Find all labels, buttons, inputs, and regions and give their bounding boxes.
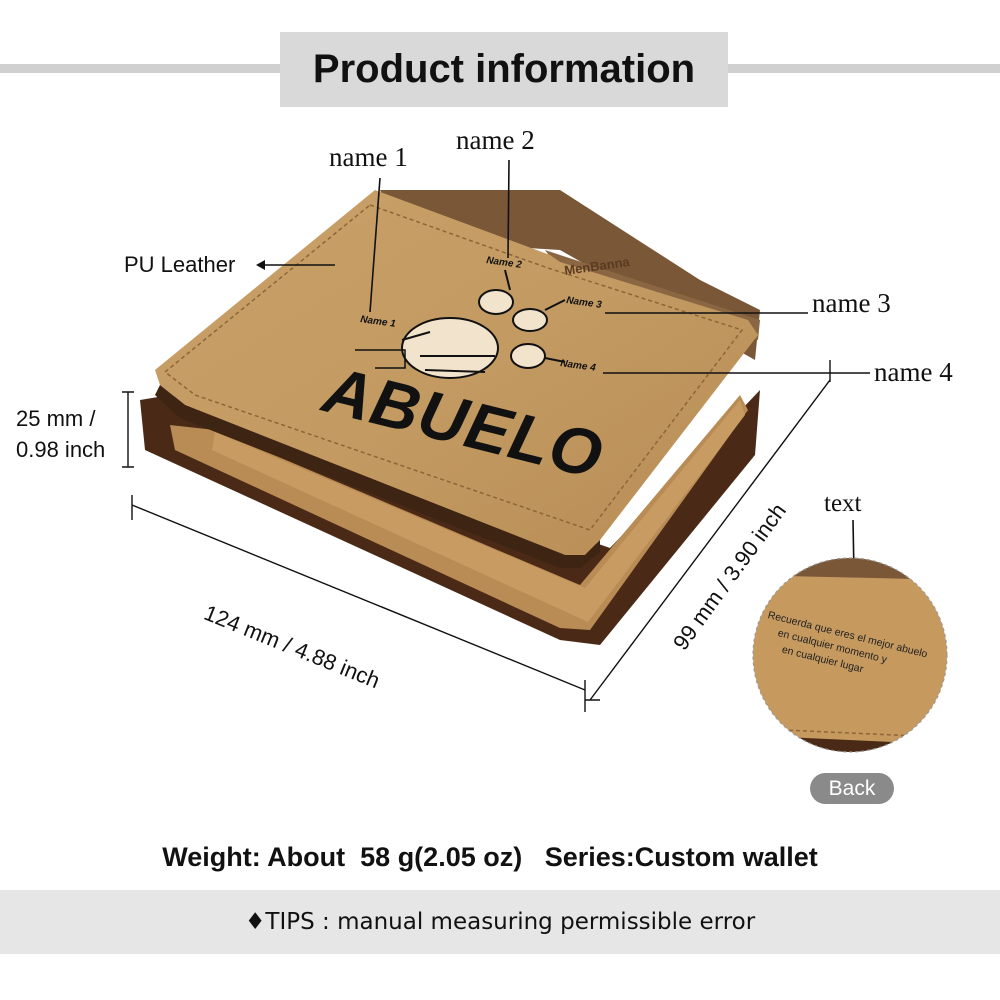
tips-text: ♦TIPS : manual measuring permissible err… [244,909,756,935]
callout-name-3: name 3 [812,288,891,318]
fist-small-4 [510,343,566,369]
header-rule-right [726,64,1000,73]
fist-small-3 [512,299,566,332]
callout-name-2: name 2 [456,125,535,155]
callout-line-name1 [369,177,381,313]
length-line [131,504,586,691]
header-title-box: Product information [280,32,728,107]
back-button[interactable]: Back [810,773,894,804]
width-line [589,379,831,701]
fist-label-3: Name 3 [566,295,603,311]
fist-big [355,317,499,379]
fist-label-1: Name 1 [360,314,397,330]
thickness-in: 0.98 inch [16,437,106,462]
callout-lines [262,159,870,631]
arrowhead-icon [256,260,265,270]
detail-magnifier [752,557,948,753]
dimension-lines [122,360,831,712]
fist-label-2: Name 2 [486,255,523,271]
callout-text: text [824,490,862,517]
tips-bar: ♦TIPS : manual measuring permissible err… [0,890,1000,954]
callout-line-name2 [507,159,510,259]
page-title: Product information [312,47,696,91]
fist-small-2 [478,269,514,315]
specs-line: Weight: About 58 g(2.05 oz) Series:Custo… [162,842,818,872]
callout-name-4: name 4 [874,357,953,387]
thickness-mm: 25 mm / [16,406,96,431]
callout-name-1: name 1 [329,142,408,172]
header-rule-left [0,64,282,73]
callout-material: PU Leather [124,252,236,277]
fist-label-4: Name 4 [560,358,597,374]
